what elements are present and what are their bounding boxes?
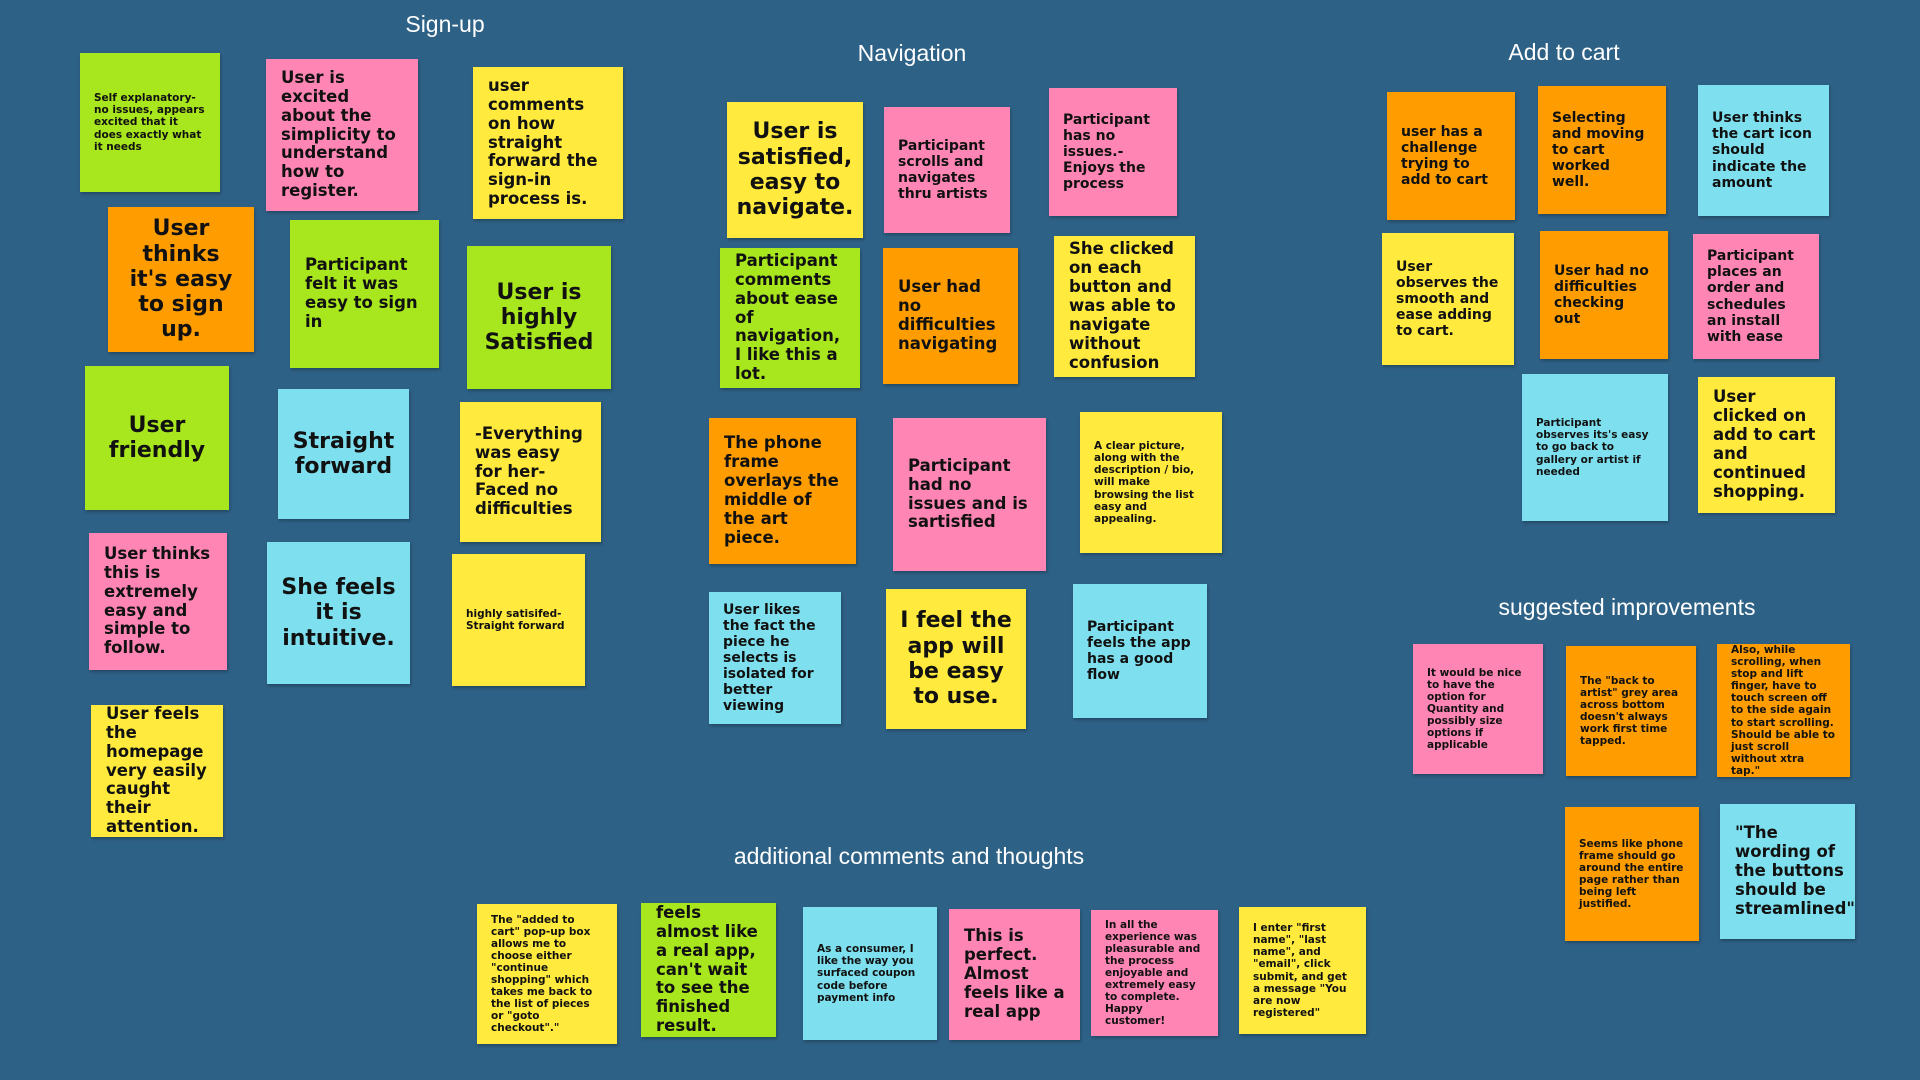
sticky-note-signup-5[interactable]: Participant felt it was easy to sign in (290, 220, 439, 368)
note-text: user has a challenge trying to add to ca… (1401, 123, 1488, 189)
sticky-note-signup-8[interactable]: Straight forward (278, 389, 409, 519)
note-text: It would be nice to have the option for … (1427, 666, 1522, 752)
sticky-note-navigation-9[interactable]: A clear picture, along with the descript… (1080, 412, 1222, 553)
note-text: Participant places an order and schedule… (1707, 248, 1794, 345)
sticky-note-improvement-4[interactable]: Seems like phone frame should go around … (1565, 807, 1699, 941)
sticky-note-signup-12[interactable]: highly satisifed-Straight forward (452, 554, 585, 686)
sticky-note-signup-10[interactable]: User thinks this is extremely easy and s… (89, 533, 227, 670)
note-text: Participant has no issues.-Enjoys the pr… (1063, 111, 1150, 193)
sticky-note-improvement-3[interactable]: Also, while scrolling, when stop and lif… (1717, 644, 1850, 777)
sticky-note-comment-2[interactable]: feels almost like a real app, can't wait… (641, 903, 776, 1037)
section-title-add-to-cart: Add to cart (1508, 39, 1620, 65)
note-text: User had no difficulties checking out (1554, 262, 1649, 328)
note-text: I feel the app will be easy to use. (900, 608, 1012, 710)
sticky-note-signup-13[interactable]: User feels the homepage very easily caug… (91, 705, 223, 837)
note-text: User is excited about the simplicity to … (281, 67, 396, 201)
sticky-note-cart-4[interactable]: User observes the smooth and ease adding… (1382, 233, 1514, 365)
note-text: -Everything was easy for her-Faced no di… (475, 423, 583, 519)
sticky-note-cart-3[interactable]: User thinks the cart icon should indicat… (1698, 85, 1829, 216)
sticky-note-cart-1[interactable]: user has a challenge trying to add to ca… (1387, 92, 1515, 220)
sticky-note-navigation-12[interactable]: Participant feels the app has a good flo… (1073, 584, 1207, 718)
note-text: User friendly (108, 412, 206, 463)
note-text: User thinks it's easy to sign up. (129, 216, 233, 343)
sticky-note-signup-3[interactable]: user comments on how straight forward th… (473, 67, 623, 219)
note-text: This is perfect. Almost feels like a rea… (964, 926, 1065, 1021)
sticky-note-cart-5[interactable]: User had no difficulties checking out (1540, 231, 1668, 359)
sticky-note-improvement-2[interactable]: The "back to artist" grey area across bo… (1566, 646, 1696, 776)
note-text: Participant observes its's easy to go ba… (1536, 417, 1649, 478)
note-text: User clicked on add to cart and continue… (1713, 387, 1816, 501)
sticky-note-navigation-4[interactable]: Participant comments about ease of navig… (720, 248, 860, 388)
note-text: User likes the fact the piece he selects… (723, 601, 816, 715)
sticky-note-comment-6[interactable]: I enter "first name", "last name", and "… (1239, 907, 1366, 1034)
note-text: The "back to artist" grey area across bo… (1580, 674, 1679, 748)
sticky-note-signup-6[interactable]: User is highly Satisfied (467, 246, 611, 389)
sticky-note-signup-4[interactable]: User thinks it's easy to sign up. (108, 207, 254, 352)
sticky-note-navigation-3[interactable]: Participant has no issues.-Enjoys the pr… (1049, 88, 1177, 216)
note-text: Selecting and moving to cart worked well… (1552, 109, 1645, 191)
section-title-signup: Sign-up (405, 11, 485, 37)
sticky-note-navigation-10[interactable]: User likes the fact the piece he selects… (709, 592, 841, 724)
note-text: The "added to cart" pop-up box allows me… (491, 913, 593, 1035)
note-text: In all the experience was pleasurable an… (1105, 918, 1201, 1028)
sticky-note-navigation-11[interactable]: I feel the app will be easy to use. (886, 589, 1026, 729)
note-text: She clicked on each button and was able … (1069, 239, 1176, 372)
note-text: Straight forward (292, 428, 395, 479)
section-title-suggested-improvements: suggested improvements (1498, 594, 1756, 620)
note-text: User had no difficulties navigating (898, 277, 998, 353)
note-text: As a consumer, I like the way you surfac… (817, 943, 916, 1004)
note-text: A clear picture, along with the descript… (1094, 440, 1195, 525)
sticky-note-navigation-5[interactable]: User had no difficulties navigating (883, 248, 1018, 384)
note-text: highly satisifed-Straight forward (466, 607, 565, 632)
section-title-additional-comments: additional comments and thoughts (733, 843, 1085, 869)
sticky-note-improvement-5[interactable]: "The wording of the buttons should be st… (1720, 804, 1855, 939)
note-text: user comments on how straight forward th… (488, 75, 598, 209)
note-text: User is highly Satisfied (484, 279, 594, 356)
note-text: Participant feels the app has a good flo… (1087, 618, 1191, 684)
note-text: Also, while scrolling, when stop and lif… (1731, 644, 1836, 777)
sticky-note-signup-11[interactable]: She feels it is intuitive. (267, 542, 410, 684)
note-text: User observes the smooth and ease adding… (1396, 258, 1499, 340)
note-text: Participant scrolls and navigates thru a… (898, 137, 988, 203)
sticky-note-comment-4[interactable]: This is perfect. Almost feels like a rea… (949, 909, 1080, 1040)
sticky-note-signup-9[interactable]: -Everything was easy for her-Faced no di… (460, 402, 601, 542)
sticky-note-cart-7[interactable]: Participant observes its's easy to go ba… (1522, 374, 1668, 521)
sticky-note-cart-6[interactable]: Participant places an order and schedule… (1693, 234, 1819, 359)
sticky-note-navigation-1[interactable]: User is satisfied, easy to navigate. (727, 102, 863, 238)
note-text: The phone frame overlays the middle of t… (724, 433, 839, 547)
note-text: She feels it is intuitive. (281, 575, 396, 651)
note-text: I enter "first name", "last name", and "… (1253, 922, 1347, 1019)
sticky-note-signup-1[interactable]: Self explanatory-no issues, appears exci… (80, 53, 220, 192)
sticky-note-comment-5[interactable]: In all the experience was pleasurable an… (1091, 910, 1218, 1036)
note-text: feels almost like a real app, can't wait… (656, 903, 758, 1036)
note-text: User feels the homepage very easily caug… (106, 705, 207, 837)
note-text: Participant had no issues and is sartisf… (908, 455, 1028, 532)
section-title-navigation: Navigation (857, 40, 967, 66)
sticky-note-navigation-8[interactable]: Participant had no issues and is sartisf… (893, 418, 1046, 571)
sticky-note-navigation-2[interactable]: Participant scrolls and navigates thru a… (884, 107, 1010, 233)
sticky-note-comment-3[interactable]: As a consumer, I like the way you surfac… (803, 907, 937, 1040)
sticky-note-signup-7[interactable]: User friendly (85, 366, 229, 510)
sticky-note-navigation-6[interactable]: She clicked on each button and was able … (1054, 236, 1195, 377)
note-text: Seems like phone frame should go around … (1579, 837, 1684, 911)
note-text: User thinks the cart icon should indicat… (1712, 110, 1812, 191)
note-text: User is satisfied, easy to navigate. (736, 119, 854, 221)
sticky-note-navigation-7[interactable]: The phone frame overlays the middle of t… (709, 418, 856, 564)
note-text: Participant felt it was easy to sign in (305, 255, 418, 331)
note-text: Participant comments about ease of navig… (735, 250, 841, 384)
sticky-note-signup-2[interactable]: User is excited about the simplicity to … (266, 59, 418, 211)
sticky-note-improvement-1[interactable]: It would be nice to have the option for … (1413, 644, 1543, 774)
sticky-note-cart-2[interactable]: Selecting and moving to cart worked well… (1538, 86, 1666, 214)
note-text: Self explanatory-no issues, appears exci… (94, 92, 205, 153)
sticky-note-comment-1[interactable]: The "added to cart" pop-up box allows me… (477, 904, 617, 1044)
note-text: User thinks this is extremely easy and s… (104, 543, 211, 658)
note-text: "The wording of the buttons should be st… (1735, 823, 1855, 918)
sticky-note-cart-8[interactable]: User clicked on add to cart and continue… (1698, 377, 1835, 513)
